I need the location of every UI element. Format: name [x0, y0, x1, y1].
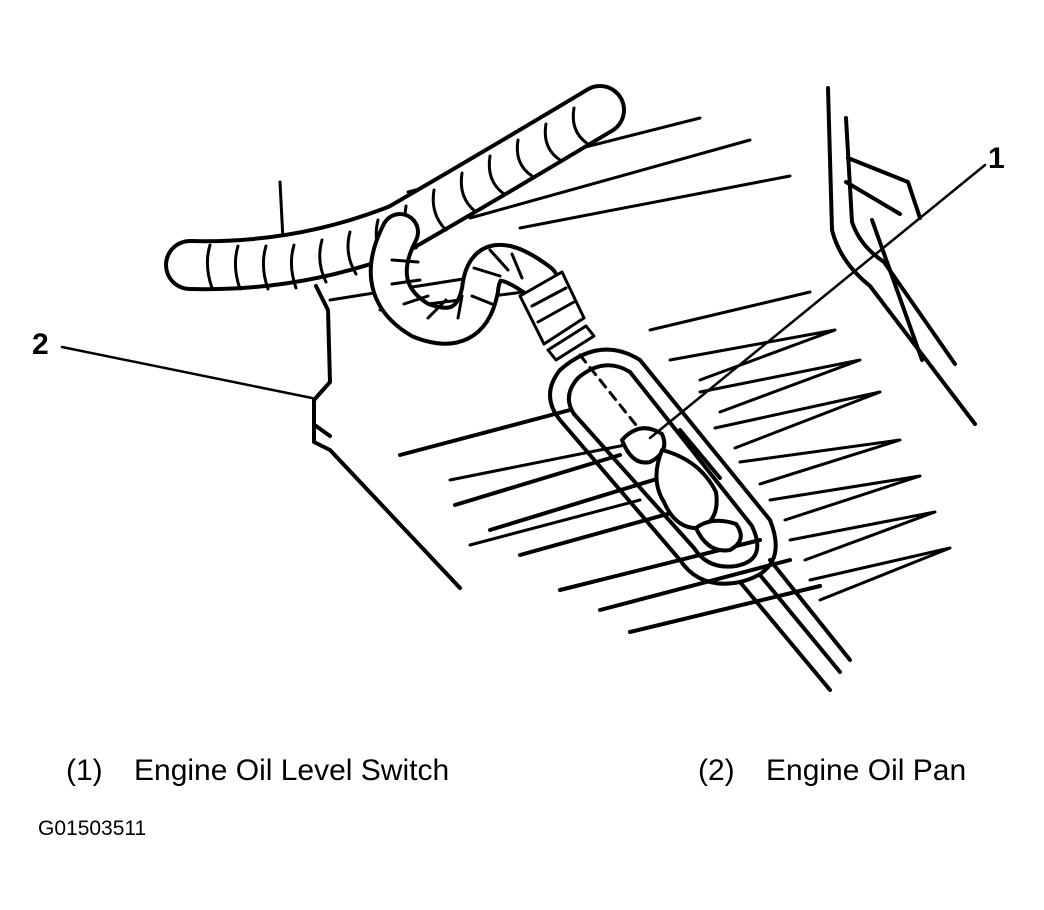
callout-1: 1: [988, 142, 1005, 175]
leader-line-2: [60, 345, 314, 400]
pan-ribs: [448, 290, 952, 602]
electrical-connector: [518, 270, 596, 362]
leader-line-1: [648, 163, 987, 440]
legend-label: Engine Oil Pan: [766, 754, 967, 787]
legend-number: (2): [698, 754, 735, 787]
oil-level-switch-diagram: [60, 84, 987, 692]
legend-label: Engine Oil Level Switch: [134, 754, 450, 787]
wiring-harness: [164, 84, 626, 346]
engine-oil-level-switch: [548, 347, 852, 692]
legend-number: (1): [66, 754, 103, 787]
figure-id: G01503511: [38, 817, 147, 840]
legend-item-oil-level-switch: (1) Engine Oil Level Switch: [66, 756, 449, 786]
legend-item-oil-pan: (2) Engine Oil Pan: [698, 756, 966, 786]
callout-2: 2: [32, 328, 49, 361]
right-bracket: [826, 86, 977, 426]
alignment-line: [578, 353, 642, 432]
